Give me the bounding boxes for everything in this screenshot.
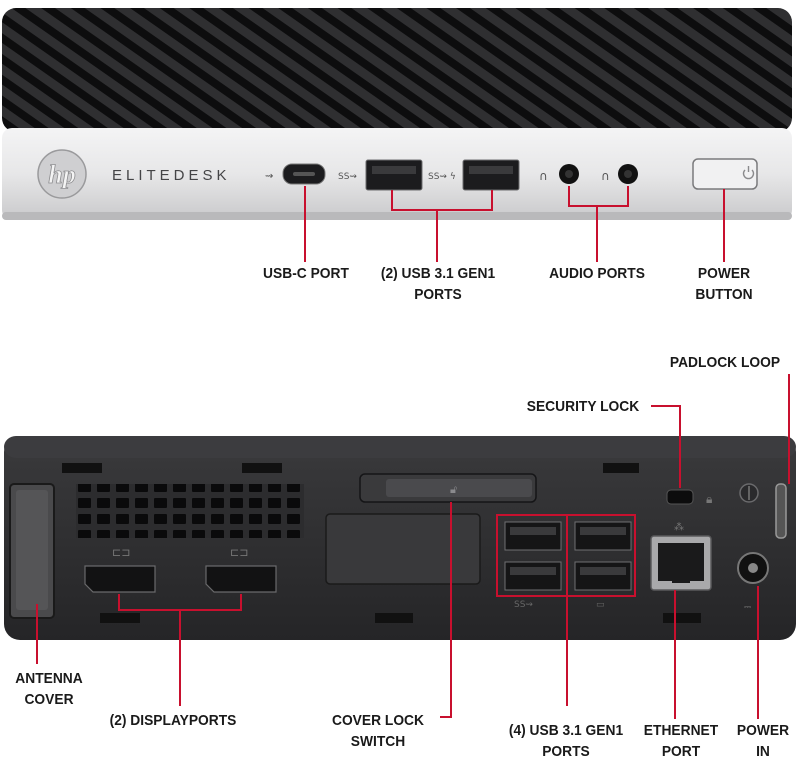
network-icon: ⁂ bbox=[674, 521, 684, 533]
headphone-icon: ∩ bbox=[539, 169, 548, 183]
lock-icon: 🔓︎ bbox=[450, 483, 457, 496]
label-usb-c-port: USB-C PORT bbox=[263, 265, 349, 282]
label-security-lock: SECURITY LOCK bbox=[526, 398, 640, 415]
label-power-in: POWER IN bbox=[736, 722, 790, 760]
displayport-icon: ⊏⊐ bbox=[112, 546, 130, 559]
label-rear-usb-ports: (4) USB 3.1 GEN1 PORTS bbox=[508, 722, 624, 760]
brand-text: ELITEDESK bbox=[112, 167, 231, 184]
label-padlock-loop: PADLOCK LOOP bbox=[669, 354, 781, 371]
padlock-loop bbox=[775, 483, 787, 539]
label-cover-lock-switch: COVER LOCK SWITCH bbox=[331, 712, 424, 750]
label-ethernet-port: ETHERNET PORT bbox=[643, 722, 719, 760]
usb-icon: SS⇝ bbox=[338, 172, 357, 182]
usb-icon: SS⇝ bbox=[514, 600, 533, 610]
front-view: hp ELITEDESK ⇝ SS⇝ SS⇝ ϟ ∩ ∩ bbox=[2, 8, 792, 220]
rear-callouts bbox=[36, 374, 790, 719]
hp-logo-icon: hp bbox=[37, 149, 87, 199]
displayport-icon: ⊏⊐ bbox=[230, 546, 248, 559]
security-lock-slot bbox=[666, 489, 694, 505]
headset-icon: ∩ bbox=[601, 169, 610, 183]
io-expansion-plate bbox=[325, 513, 481, 585]
displayport-1 bbox=[84, 565, 156, 593]
power-button bbox=[692, 158, 758, 190]
usb-a-port-front-2 bbox=[462, 159, 520, 191]
rear-usb-ports bbox=[504, 521, 632, 591]
label-antenna-cover: ANTENNA COVER bbox=[15, 670, 83, 708]
label-displayports: (2) DISPLAYPORTS bbox=[109, 712, 237, 729]
label-power-button: POWER BUTTON bbox=[695, 265, 753, 303]
rear-view: 🔓︎ ⊏⊐ ⊏⊐ SS⇝ ▭ 🔒︎ ⁂ bbox=[4, 436, 796, 640]
usb-icon: ⇝ bbox=[265, 171, 273, 182]
front-callouts bbox=[304, 186, 725, 262]
usb-a-port-front-1 bbox=[365, 159, 423, 191]
displayport-2 bbox=[205, 565, 277, 593]
label-audio-ports: AUDIO PORTS bbox=[549, 265, 645, 282]
power-icon bbox=[742, 166, 755, 180]
svg-text:hp: hp bbox=[48, 160, 75, 189]
rear-vents bbox=[76, 484, 304, 538]
label-front-usb-ports: (2) USB 3.1 GEN1 PORTS bbox=[380, 265, 496, 303]
usb-icon: SS⇝ ϟ bbox=[428, 172, 456, 182]
usb-icon: ▭ bbox=[596, 600, 605, 610]
power-icon: ⎓ bbox=[744, 603, 751, 613]
lock-icon: 🔒︎ bbox=[706, 492, 712, 506]
front-top-grille bbox=[2, 8, 792, 132]
